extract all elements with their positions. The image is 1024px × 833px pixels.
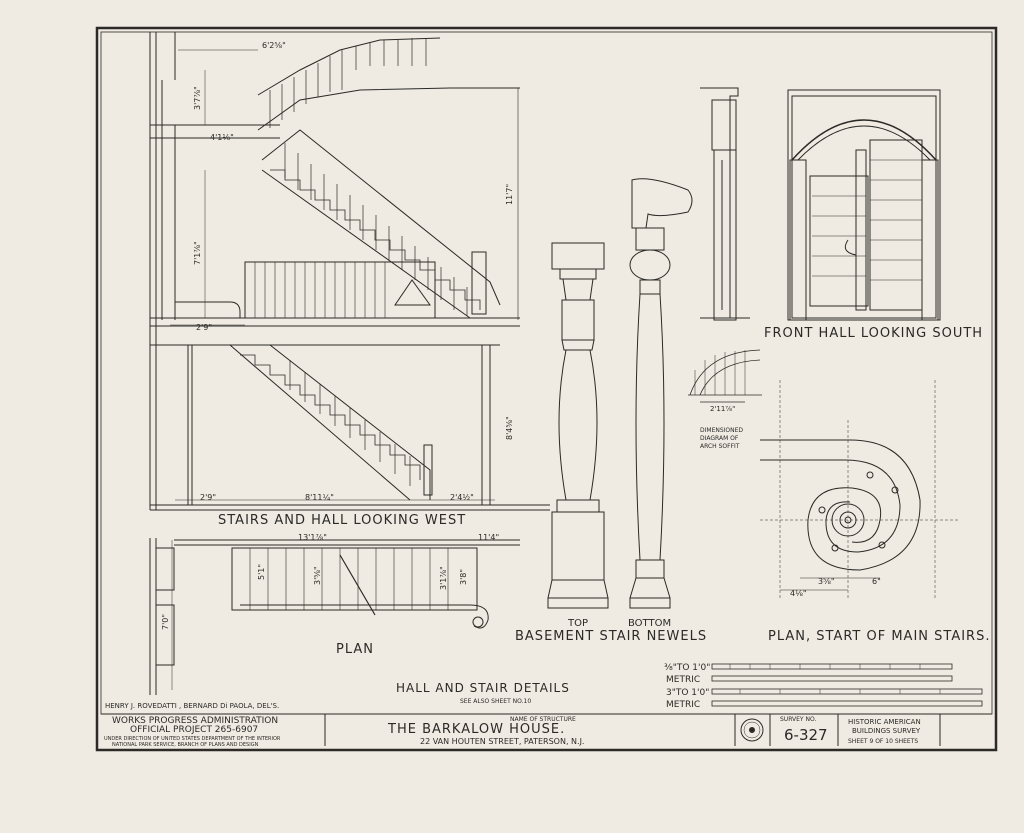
newel-bottom xyxy=(629,178,693,609)
elevation-dimensions: 6'2⅝" 3'7⅞" 4'1⅛" 7'1⅞" 2'9" 2'9" 8'11¼"… xyxy=(193,41,514,502)
sheet-title: HALL AND STAIR DETAILS xyxy=(396,681,570,695)
stairs-hall-elevation xyxy=(149,32,550,511)
dim-label: 2'4½" xyxy=(450,493,474,502)
newel-bottom-label: BOTTOM xyxy=(628,618,671,629)
sheet-see-also: SEE ALSO SHEET NO.10 xyxy=(460,698,531,705)
title-block-text: WORKS PROGRESS ADMINISTRATION OFFICIAL P… xyxy=(104,716,921,748)
front-hall-elevation xyxy=(700,87,941,321)
seal xyxy=(740,718,764,742)
structure-address: 22 VAN HOUTEN STREET, PATERSON, N.J. xyxy=(420,737,584,746)
dim-label: 6'2⅝" xyxy=(262,41,286,50)
habs-line: HISTORIC AMERICAN xyxy=(848,718,921,726)
main-stair-volute-plan xyxy=(760,380,960,600)
dim-label: 3'7⅞" xyxy=(193,86,202,110)
wpa-line: WORKS PROGRESS ADMINISTRATION xyxy=(112,716,278,726)
dim-label: 11'4" xyxy=(478,533,499,542)
stairs-hall-title: STAIRS AND HALL LOOKING WEST xyxy=(218,513,466,528)
dim-label: 8'11¼" xyxy=(305,493,334,502)
graphic-scales xyxy=(711,663,983,707)
name-of-structure-label: NAME OF STRUCTURE xyxy=(510,716,576,723)
dim-label: 2'9" xyxy=(200,493,216,502)
sheet-number: SHEET 9 OF 10 SHEETS xyxy=(848,738,918,745)
hall-plan xyxy=(149,538,520,695)
survey-label: SURVEY NO. xyxy=(780,716,816,723)
dim-label: 5'1" xyxy=(257,564,266,580)
delineators: HENRY J. ROVEDATTI , BERNARD Di PAOLA, D… xyxy=(105,702,279,710)
dim-label: 3⅝" xyxy=(818,577,835,586)
survey-number: 6-327 xyxy=(784,726,828,744)
scale-labels: ⅜"TO 1'0" METRIC 3"TO 1'0" METRIC xyxy=(664,663,710,710)
border-outer xyxy=(95,26,998,752)
dim-label: 6" xyxy=(872,577,881,586)
dim-label: 3'⅝" xyxy=(313,566,322,585)
newel-top xyxy=(547,242,609,609)
volute-dimensions: 4⅛" 3⅝" 6" xyxy=(790,577,881,598)
dim-label: 4⅛" xyxy=(790,589,807,598)
dim-label: 7'1⅞" xyxy=(193,241,202,265)
wpa-line: UNDER DIRECTION OF UNITED STATES DEPARTM… xyxy=(104,736,281,742)
arch-dim: 2'11⅞" xyxy=(710,405,735,413)
dim-label: 4'1⅛" xyxy=(210,133,234,142)
wpa-line: OFFICIAL PROJECT 265-6907 xyxy=(130,725,258,735)
plan-start-title: PLAN, START OF MAIN STAIRS. xyxy=(768,629,990,644)
plan-title: PLAN xyxy=(336,642,374,657)
newel-top-label: TOP xyxy=(567,618,588,629)
wpa-line: NATIONAL PARK SERVICE, BRANCH OF PLANS A… xyxy=(112,742,259,748)
scale-label: METRIC xyxy=(666,675,700,685)
dim-label: 2'9" xyxy=(196,323,212,332)
front-hall-title: FRONT HALL LOOKING SOUTH xyxy=(764,326,983,341)
scale-label: 3"TO 1'0" xyxy=(666,688,709,698)
arch-note: DIAGRAM OF xyxy=(700,435,739,442)
scale-label: METRIC xyxy=(666,700,700,710)
arch-note: ARCH SOFFIT xyxy=(700,443,740,450)
newels-title: BASEMENT STAIR NEWELS xyxy=(515,629,707,644)
plan-dimensions: 13'1⅞" 11'4" 7'0" 3'8" 3'1⅞" 5'1" 3'⅝" xyxy=(161,533,499,630)
dim-label: 8'4⅝" xyxy=(505,416,514,440)
dim-label: 7'0" xyxy=(161,614,170,630)
habs-line: BUILDINGS SURVEY xyxy=(852,727,921,735)
dim-label: 3'8" xyxy=(459,569,468,585)
structure-name: THE BARKALOW HOUSE. xyxy=(387,722,565,737)
title-block xyxy=(101,713,992,746)
scale-label: ⅜"TO 1'0" xyxy=(664,663,710,673)
dim-label: 3'1⅞" xyxy=(439,566,448,590)
dim-label: 13'1⅞" xyxy=(298,533,327,542)
arch-note: DIMENSIONED xyxy=(700,427,743,434)
arch-soffit-diagram xyxy=(688,349,762,403)
dim-label: 11'7" xyxy=(505,184,514,205)
